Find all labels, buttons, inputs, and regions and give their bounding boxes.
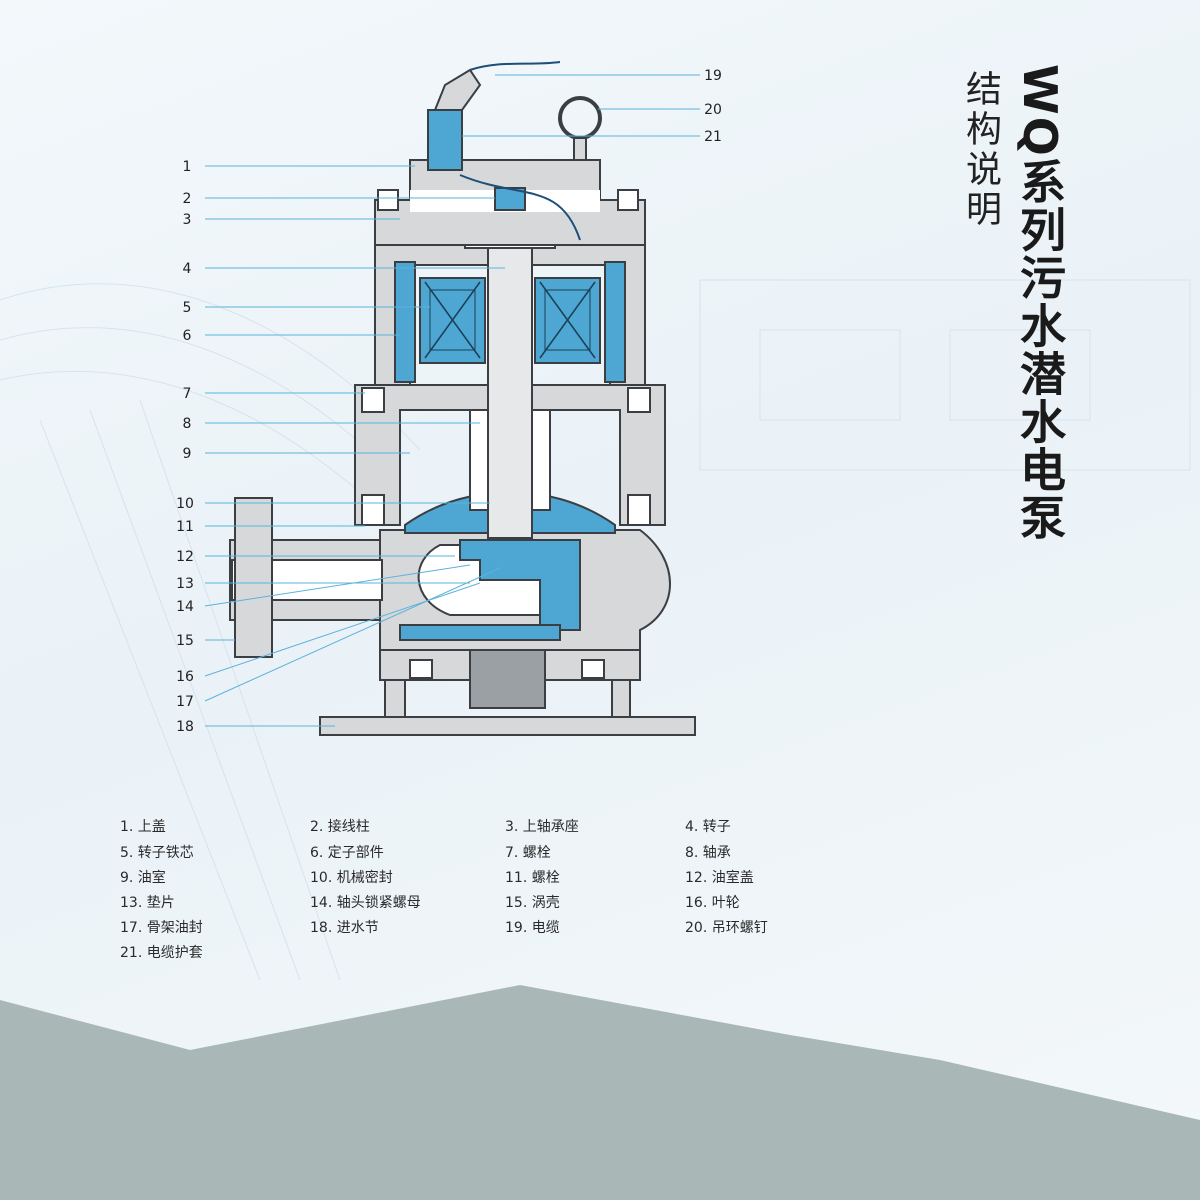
- legend-item: 11. 螺栓: [505, 870, 560, 886]
- cable: [433, 68, 482, 111]
- callout-1: 1: [183, 159, 192, 175]
- cable-sheath: [427, 109, 463, 171]
- legend-item: 9. 油室: [120, 870, 166, 886]
- bolt-base-left: [409, 659, 433, 679]
- legend-item: 6. 定子部件: [310, 845, 384, 861]
- legend-item: 13. 垫片: [120, 895, 175, 911]
- lifting-eye-bolt: [558, 96, 602, 140]
- legend-item: 21. 电缆护套: [120, 945, 203, 961]
- callout-9: 9: [183, 446, 192, 462]
- callout-12: 12: [176, 549, 194, 565]
- legend-item: 5. 转子铁芯: [120, 845, 194, 861]
- ground-silhouette: [0, 985, 1200, 1200]
- callout-8: 8: [183, 416, 192, 432]
- legend-item: 20. 吊环螺钉: [685, 920, 768, 936]
- callout-5: 5: [183, 300, 192, 316]
- bolt-left-upper: [361, 387, 385, 413]
- callout-18: 18: [176, 719, 194, 735]
- bolt-base-right: [581, 659, 605, 679]
- callout-6: 6: [183, 328, 192, 344]
- stator-left: [394, 261, 416, 383]
- impeller: [459, 539, 581, 631]
- page-subtitle: 结构说明: [960, 70, 1001, 230]
- bolt-right-lower: [627, 494, 651, 526]
- bolt-left-top: [377, 189, 399, 211]
- legend-item: 16. 叶轮: [685, 895, 740, 911]
- legend-item: 14. 轴头锁紧螺母: [310, 895, 421, 911]
- bolt-left-lower: [361, 494, 385, 526]
- leader-lines: [204, 74, 700, 727]
- rotor-shaft: [487, 237, 533, 539]
- callout-14: 14: [176, 599, 194, 615]
- legend-item: 12. 油室盖: [685, 870, 754, 886]
- callout-16: 16: [176, 669, 194, 685]
- page-title: WQ系列污水潜水电泵: [1013, 64, 1067, 542]
- callout-10: 10: [176, 496, 194, 512]
- callout-21: 21: [704, 129, 722, 145]
- pump-drawing: [229, 61, 696, 736]
- stator-right: [604, 261, 626, 383]
- bolt-right-upper: [627, 387, 651, 413]
- callout-7: 7: [183, 386, 192, 402]
- legend-item: 17. 骨架油封: [120, 920, 203, 936]
- legend-item: 8. 轴承: [685, 845, 731, 861]
- legend-item: 4. 转子: [685, 819, 731, 835]
- callout-15: 15: [176, 633, 194, 649]
- inlet-opening: [469, 649, 546, 709]
- callout-numbers: 1 2 3 4 5 6 7 8 9 10 11 12 13 14 15 16 1…: [176, 68, 722, 735]
- legend-item: 18. 进水节: [310, 920, 379, 936]
- legend-item: 2. 接线柱: [310, 819, 370, 835]
- legend-item: 19. 电缆: [505, 920, 560, 936]
- callout-4: 4: [183, 261, 192, 277]
- bolt-right-top: [617, 189, 639, 211]
- callout-19: 19: [704, 68, 722, 84]
- legend-item: 15. 涡壳: [505, 895, 560, 911]
- outlet-flange: [234, 497, 273, 658]
- callout-17: 17: [176, 694, 194, 710]
- legend-item: 1. 上盖: [120, 819, 166, 835]
- legend-item: 10. 机械密封: [310, 870, 393, 886]
- base-plate: [319, 716, 696, 736]
- callout-11: 11: [176, 519, 194, 535]
- callout-13: 13: [176, 576, 194, 592]
- callout-2: 2: [183, 191, 192, 207]
- callout-3: 3: [183, 212, 192, 228]
- legend-item: 7. 螺栓: [505, 845, 551, 861]
- callout-20: 20: [704, 102, 722, 118]
- legend-item: 3. 上轴承座: [505, 819, 579, 835]
